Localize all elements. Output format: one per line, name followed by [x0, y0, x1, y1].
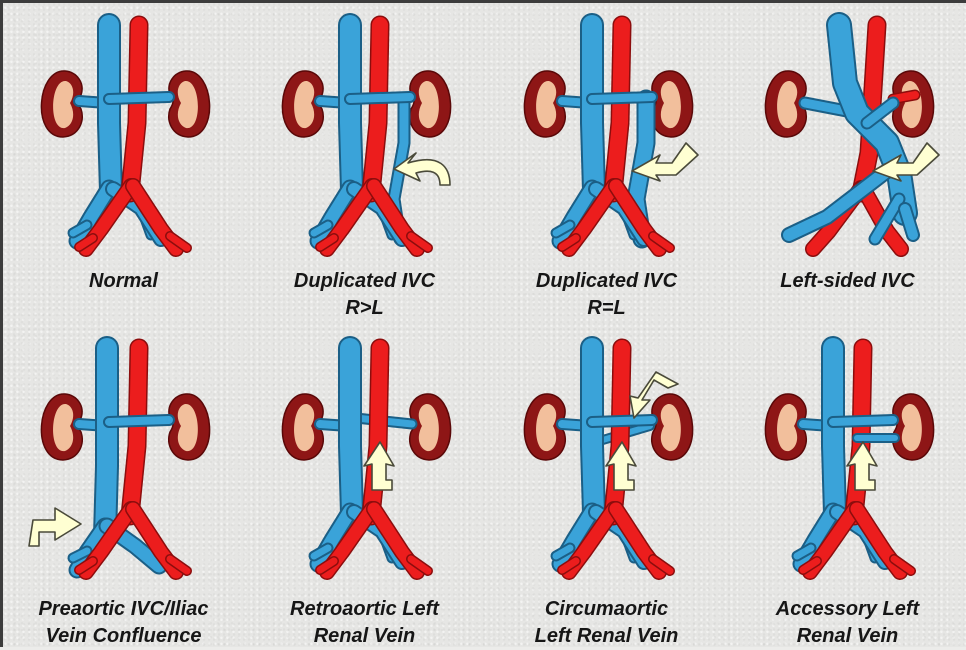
anatomy-illustration — [3, 326, 244, 586]
caption-line-1: Duplicated IVC — [486, 268, 727, 295]
right-internal-iliac-vein — [556, 225, 570, 233]
caption-line-1: Normal — [3, 268, 244, 295]
anatomy-illustration — [244, 326, 485, 586]
right-internal-iliac-vein — [314, 548, 328, 556]
right-internal-iliac-vein — [73, 551, 87, 558]
panel-circumaortic: CircumaorticLeft Renal Vein — [486, 326, 727, 649]
anatomy-illustration — [3, 3, 244, 263]
anatomy-illustration — [727, 326, 966, 586]
anatomy-illustration — [727, 3, 966, 263]
inferior-vena-cava — [592, 348, 594, 514]
left-renal-vein — [592, 420, 652, 422]
caption-line-2: Renal Vein — [727, 623, 966, 650]
right-internal-iliac-vein — [73, 225, 87, 233]
panel-left-ivc: Left-sided IVC — [727, 3, 966, 326]
left-kidney — [410, 71, 451, 137]
inferior-vena-cava — [350, 25, 352, 191]
caption-line-1: Accessory Left — [727, 596, 966, 623]
caption-line-2: R=L — [486, 295, 727, 322]
aorta — [371, 25, 380, 193]
caption-line-1: Left-sided IVC — [727, 268, 966, 295]
left-kidney — [169, 71, 210, 137]
panel-caption: Left-sided IVC — [727, 268, 966, 295]
caption-line-1: Retroaortic Left — [244, 596, 485, 623]
right-internal-iliac-vein — [797, 548, 811, 556]
inferior-vena-cava — [833, 348, 835, 514]
aorta — [130, 348, 139, 516]
anatomy-illustration — [486, 326, 727, 586]
left-kidney — [652, 71, 693, 137]
right-internal-iliac-vein — [314, 225, 328, 233]
left-renal-vein — [109, 420, 169, 422]
caption-line-2: Left Renal Vein — [486, 623, 727, 650]
indicator-arrow-1 — [29, 508, 81, 546]
caption-line-1: Circumaortic — [486, 596, 727, 623]
panel-normal: Normal — [3, 3, 244, 326]
left-renal-vein — [592, 97, 652, 99]
left-common-iliac-vein — [905, 209, 913, 235]
inferior-vena-cava — [109, 25, 111, 191]
left-renal-vein — [833, 420, 893, 422]
caption-line-2: Vein Confluence — [3, 623, 244, 650]
anatomy-illustration — [486, 3, 727, 263]
left-kidney — [893, 394, 934, 460]
anatomy-illustration — [244, 3, 485, 263]
inferior-vena-cava — [592, 25, 594, 191]
aorta — [130, 25, 139, 193]
left-kidney — [169, 394, 210, 460]
right-internal-iliac-vein — [556, 548, 570, 556]
aorta — [613, 25, 622, 193]
caption-line-1: Preaortic IVC/Iliac — [3, 596, 244, 623]
left-renal-vein — [350, 97, 410, 99]
caption-line-2: Renal Vein — [244, 623, 485, 650]
caption-line-1: Duplicated IVC — [244, 268, 485, 295]
inferior-vena-cava — [350, 348, 352, 514]
left-kidney — [652, 394, 693, 460]
caption-line-2: R>L — [244, 295, 485, 322]
left-renal-vein — [109, 97, 169, 99]
inferior-vena-cava — [105, 348, 107, 536]
panel-caption: Normal — [3, 268, 244, 295]
